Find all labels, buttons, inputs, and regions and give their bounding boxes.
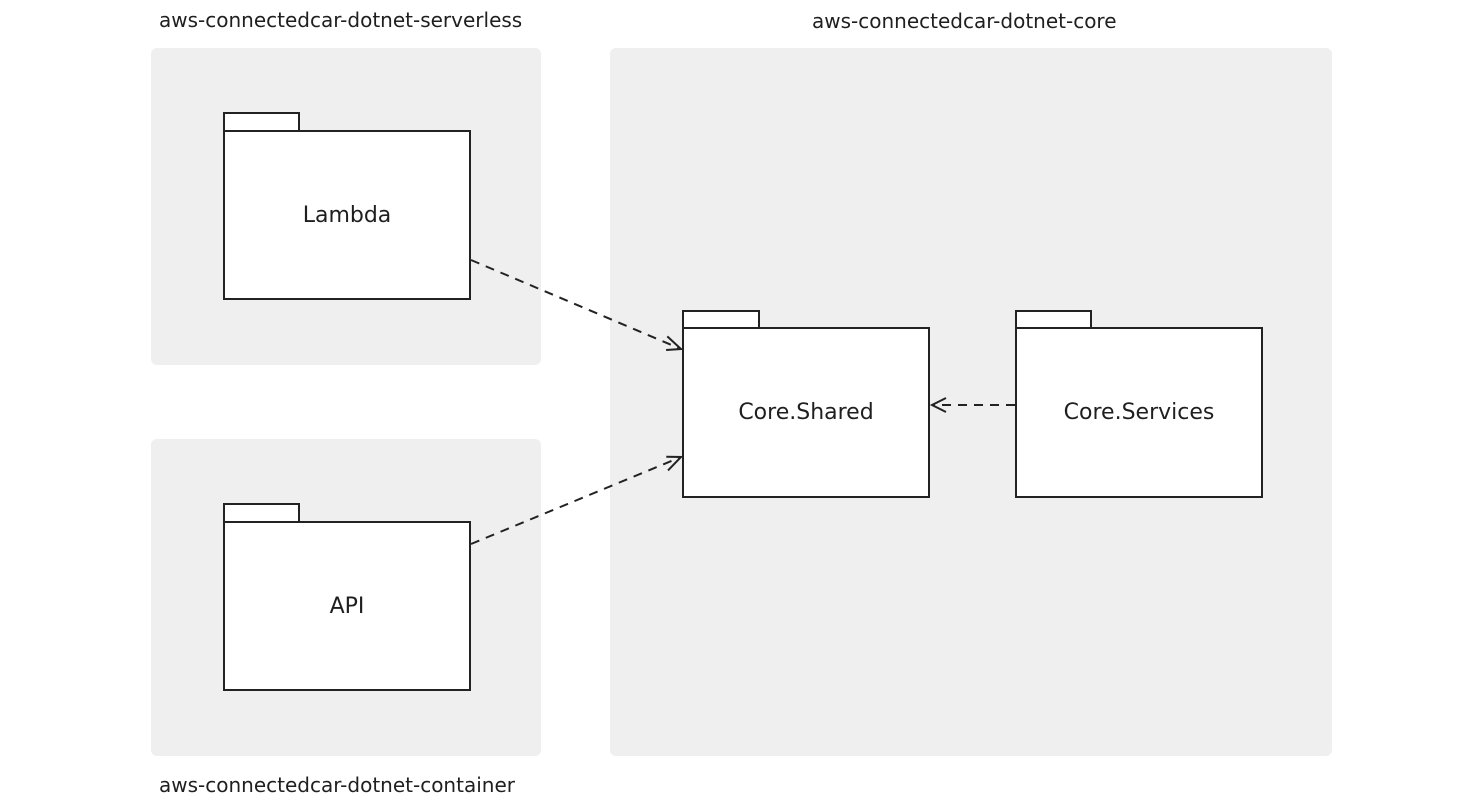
- core-shared-package[interactable]: Core.Shared: [682, 327, 930, 498]
- lambda-package[interactable]: Lambda: [223, 130, 471, 300]
- core-services-package-label: Core.Services: [1063, 400, 1215, 425]
- api-package[interactable]: API: [223, 521, 471, 691]
- core-services-package[interactable]: Core.Services: [1015, 327, 1263, 498]
- group-container-title: aws-connectedcar-dotnet-container: [159, 773, 515, 797]
- api-package-tab: [223, 503, 300, 523]
- group-core-title: aws-connectedcar-dotnet-core: [812, 9, 1117, 33]
- core-shared-package-label: Core.Shared: [738, 400, 874, 425]
- lambda-package-label: Lambda: [302, 202, 392, 228]
- group-serverless-title: aws-connectedcar-dotnet-serverless: [159, 8, 523, 32]
- api-package-label: API: [329, 593, 365, 619]
- lambda-package-tab: [223, 112, 300, 132]
